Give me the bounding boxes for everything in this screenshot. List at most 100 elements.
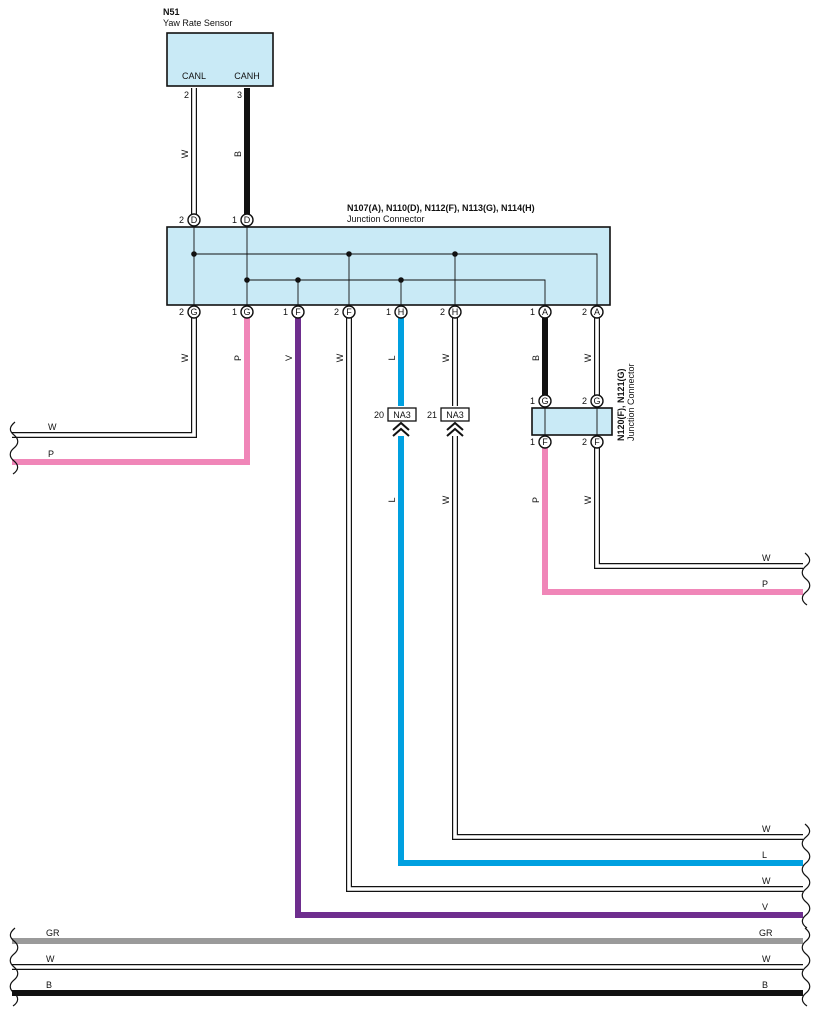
label-g2: W (180, 353, 190, 362)
junction-main-pin-bottom-4: H 1 (386, 305, 408, 319)
yaw-sensor-name: Yaw Rate Sensor (163, 18, 232, 28)
yaw-sensor-pin-canl-num: 2 (184, 90, 189, 100)
edge-label-right-small-p: P (762, 579, 768, 589)
svg-text:2: 2 (582, 307, 587, 317)
junction-connector-main-box (166, 226, 611, 306)
wire-h2-w (452, 318, 803, 840)
junction-main-pin-bottom-0: G 2 (179, 305, 201, 319)
svg-text:2: 2 (334, 307, 339, 317)
svg-text:1: 1 (232, 215, 237, 225)
wire-f2-w (346, 318, 803, 892)
svg-text:F: F (542, 437, 548, 447)
junction-main-pin-bottom-7: A 2 (582, 305, 604, 319)
svg-text:1: 1 (283, 307, 288, 317)
edge-label-bus-b-right: B (762, 980, 768, 990)
svg-text:H: H (398, 307, 405, 317)
yaw-sensor-pin-canl: CANL (182, 71, 206, 81)
junction-main-pin-top-0: D 2 (179, 213, 201, 227)
svg-text:20: 20 (374, 410, 384, 420)
na3-connector-21: NA3 21 (427, 407, 470, 437)
svg-text:A: A (594, 307, 600, 317)
svg-text:NA3: NA3 (393, 410, 411, 420)
edge-label-left-w: W (48, 422, 57, 432)
junction-small-pin-top-1: G 2 (582, 394, 604, 408)
svg-text:2: 2 (582, 396, 587, 406)
label-g1: P (233, 355, 243, 361)
svg-text:1: 1 (232, 307, 237, 317)
svg-text:2: 2 (179, 215, 184, 225)
svg-text:2: 2 (440, 307, 445, 317)
svg-text:1: 1 (386, 307, 391, 317)
edge-label-left-p: P (48, 449, 54, 459)
svg-text:1: 1 (530, 396, 535, 406)
junction-small-name: Junction Connector (626, 363, 636, 441)
svg-text:2: 2 (582, 437, 587, 447)
svg-text:1: 1 (530, 437, 535, 447)
svg-text:D: D (244, 215, 251, 225)
svg-text:1: 1 (530, 307, 535, 317)
junction-main-pin-bottom-6: A 1 (530, 305, 552, 319)
label-f1: V (284, 355, 294, 361)
label-small-f2: W (583, 495, 593, 504)
edge-label-bus-gr-right: GR (759, 928, 773, 938)
edge-label-right-f1: V (762, 902, 768, 912)
label-a1: B (531, 355, 541, 361)
junction-small-pin-bottom-1: F 2 (582, 435, 604, 449)
wire-left-w (12, 318, 197, 438)
svg-text:21: 21 (427, 410, 437, 420)
junction-main-pin-bottom-1: G 1 (232, 305, 254, 319)
edge-label-right-h2: W (762, 824, 771, 834)
edge-label-bus-w-right: W (762, 954, 771, 964)
svg-text:G: G (593, 396, 600, 406)
svg-text:D: D (191, 215, 198, 225)
svg-text:A: A (542, 307, 548, 317)
yaw-sensor-id: N51 (163, 7, 180, 17)
svg-text:F: F (295, 307, 301, 317)
label-a2: W (583, 353, 593, 362)
junction-main-pin-bottom-3: F 2 (334, 305, 356, 319)
yaw-sensor-pin-canh: CANH (234, 71, 260, 81)
svg-text:G: G (541, 396, 548, 406)
junction-main-name: Junction Connector (347, 214, 425, 224)
label-h2-upper: W (441, 353, 451, 362)
edge-label-bus-gr-left: GR (46, 928, 60, 938)
label-h1-lower: L (387, 497, 397, 502)
svg-text:F: F (346, 307, 352, 317)
wire-h1-l (398, 318, 803, 866)
edge-label-bus-w-left: W (46, 954, 55, 964)
label-sensor-canh: B (233, 151, 243, 157)
wire-break-marks (9, 421, 811, 1007)
label-small-f1: P (531, 497, 541, 503)
junction-main-pin-bottom-2: F 1 (283, 305, 305, 319)
junction-small-internal (544, 408, 598, 435)
label-h2-lower: W (441, 495, 451, 504)
wire-small-f1-p (542, 448, 803, 595)
yaw-sensor-pin-canh-num: 3 (237, 90, 242, 100)
wire-small-f2-w (594, 448, 803, 569)
wire-left-p (12, 318, 250, 465)
label-f2: W (335, 353, 345, 362)
edge-label-bus-b-left: B (46, 980, 52, 990)
junction-main-pin-top-1: D 1 (232, 213, 254, 227)
svg-text:NA3: NA3 (446, 410, 464, 420)
junction-connector-small-box (531, 407, 613, 436)
svg-text:G: G (190, 307, 197, 317)
svg-text:H: H (452, 307, 459, 317)
edge-label-right-f2: W (762, 876, 771, 886)
junction-small-pin-top-0: G 1 (530, 394, 552, 408)
label-sensor-canl: W (180, 149, 190, 158)
edge-label-right-h1: L (762, 850, 767, 860)
junction-main-pin-bottom-5: H 2 (440, 305, 462, 319)
label-h1-upper: L (387, 355, 397, 360)
junction-small-ids: N120(F), N121(G) (616, 368, 626, 441)
na3-connector-20: NA3 20 (374, 407, 417, 437)
edge-label-right-small-w: W (762, 553, 771, 563)
svg-text:F: F (594, 437, 600, 447)
junction-small-pin-bottom-0: F 1 (530, 435, 552, 449)
junction-internal-bus (191, 227, 598, 305)
yaw-rate-sensor-box (166, 32, 274, 87)
wire-v (295, 318, 803, 918)
junction-main-ids: N107(A), N110(D), N112(F), N113(G), N114… (347, 203, 535, 213)
